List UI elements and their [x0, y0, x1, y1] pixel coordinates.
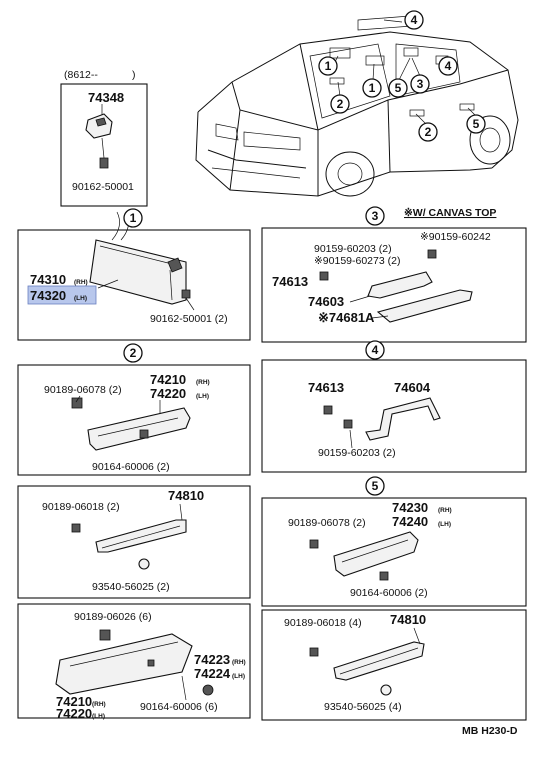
svg-text:74220: 74220 [56, 706, 92, 721]
svg-text:(RH): (RH) [232, 659, 246, 666]
range-label: (8612-- [64, 69, 98, 81]
svg-text:90189-06026 (6): 90189-06026 (6) [74, 611, 152, 623]
callout-1-right [362, 78, 382, 98]
highlight-74320 [27, 285, 97, 305]
panel-4-handle: 4 74613 74604 90159-60203 (2) [261, 340, 527, 473]
callout-5-upper [388, 78, 408, 98]
svg-text:(RH): (RH) [196, 379, 210, 386]
svg-text:(LH): (LH) [92, 713, 105, 720]
svg-text:5: 5 [372, 479, 379, 493]
svg-text:74230: 74230 [392, 500, 428, 515]
part-74348: 74348 [88, 90, 124, 105]
svg-text:90189-06018 (2): 90189-06018 (2) [42, 501, 120, 513]
svg-text:74210: 74210 [56, 694, 92, 709]
callout-2-right [418, 122, 438, 142]
svg-text:90159-60203 (2): 90159-60203 (2) [318, 447, 396, 459]
svg-text:90189-06018 (4): 90189-06018 (4) [284, 617, 362, 629]
callout-2-left [330, 94, 350, 114]
callout-4-right [438, 56, 458, 76]
panel-2-assist-grip: 2 90189-06078 (2) 74210 (RH) 74220 (LH) … [17, 343, 251, 476]
car-illustration [195, 15, 519, 197]
panel-1-sun-visor: 1 74310 (RH) 74320 (LH) 90162-50001 (2) [17, 208, 251, 341]
car-callouts: 4 1 1 5 3 4 2 2 5 [318, 10, 486, 142]
svg-text:2: 2 [425, 125, 432, 139]
svg-text:74604: 74604 [394, 380, 431, 395]
svg-text:74603: 74603 [308, 294, 344, 309]
svg-text:74220: 74220 [150, 386, 186, 401]
svg-text:90189-06078 (2): 90189-06078 (2) [44, 384, 122, 396]
panel-3-canvas-top-handle: 3 ※W/ CANVAS TOP 90159-60203 (2) ※90159-… [261, 206, 527, 343]
svg-text:74613: 74613 [272, 274, 308, 289]
svg-text:(RH): (RH) [74, 279, 88, 286]
svg-text:74224: 74224 [194, 666, 231, 681]
svg-text:※90159-60273 (2): ※90159-60273 (2) [314, 255, 400, 267]
svg-text:(LH): (LH) [232, 673, 245, 680]
svg-text:90164-60006 (6): 90164-60006 (6) [140, 701, 218, 713]
callout-3 [410, 74, 430, 94]
range-close: ) [132, 69, 136, 81]
svg-text:※74681A: ※74681A [318, 310, 375, 325]
svg-text:2: 2 [130, 346, 137, 360]
svg-text:74223: 74223 [194, 652, 230, 667]
svg-text:(LH): (LH) [74, 295, 87, 302]
svg-text:2: 2 [337, 97, 344, 111]
svg-text:90189-06078 (2): 90189-06078 (2) [288, 517, 366, 529]
part-90162-50001-2: 90162-50001 (2) [150, 313, 228, 325]
part-74310: 74310 [30, 272, 66, 287]
svg-text:(RH): (RH) [92, 701, 106, 708]
svg-text:3: 3 [372, 209, 379, 223]
svg-text:74240: 74240 [392, 514, 428, 529]
callout-5-rear [466, 114, 486, 134]
svg-text:1: 1 [369, 81, 376, 95]
svg-text:4: 4 [411, 13, 418, 27]
panel-5-rear-grip: 5 90189-06078 (2) 74230 (RH) 74240 (LH) … [261, 476, 527, 607]
part-74320: 74320 [30, 288, 66, 303]
panel-5b-grip-bar: 90189-06018 (4) 74810 93540-56025 (4) [261, 609, 527, 721]
svg-text:74810: 74810 [168, 488, 204, 503]
svg-text:4: 4 [445, 59, 452, 73]
canvas-top-note: ※W/ CANVAS TOP [404, 207, 496, 219]
footer-code: MB H230-D [462, 725, 518, 737]
svg-text:3: 3 [417, 77, 424, 91]
svg-text:1: 1 [130, 211, 137, 225]
svg-text:90164-60006 (2): 90164-60006 (2) [350, 587, 428, 599]
svg-text:1: 1 [325, 59, 332, 73]
svg-text:90164-60006 (2): 90164-60006 (2) [92, 461, 170, 473]
svg-text:※90159-60242: ※90159-60242 [420, 231, 491, 243]
svg-text:(RH): (RH) [438, 507, 452, 514]
range-inset: (8612-- ) 74348 90162-50001 [60, 69, 148, 241]
svg-text:93540-56025 (4): 93540-56025 (4) [324, 701, 402, 713]
svg-text:74810: 74810 [390, 612, 426, 627]
panel-2b-grip-bar: 90189-06018 (2) 74810 93540-56025 (2) [17, 485, 251, 599]
svg-text:5: 5 [473, 117, 480, 131]
svg-text:4: 4 [372, 343, 379, 357]
panel-2c-armrest: 90189-06026 (6) 74223 (RH) 74224 (LH) 74… [17, 603, 251, 721]
svg-text:5: 5 [395, 81, 402, 95]
callout-1-left [318, 56, 338, 76]
svg-text:74210: 74210 [150, 372, 186, 387]
svg-text:90159-60203 (2): 90159-60203 (2) [314, 243, 392, 255]
svg-text:(LH): (LH) [438, 521, 451, 528]
svg-text:(LH): (LH) [196, 393, 209, 400]
svg-text:93540-56025 (2): 93540-56025 (2) [92, 581, 170, 593]
svg-text:74613: 74613 [308, 380, 344, 395]
part-90162-50001: 90162-50001 [72, 181, 134, 193]
callout-4-top [404, 10, 424, 30]
